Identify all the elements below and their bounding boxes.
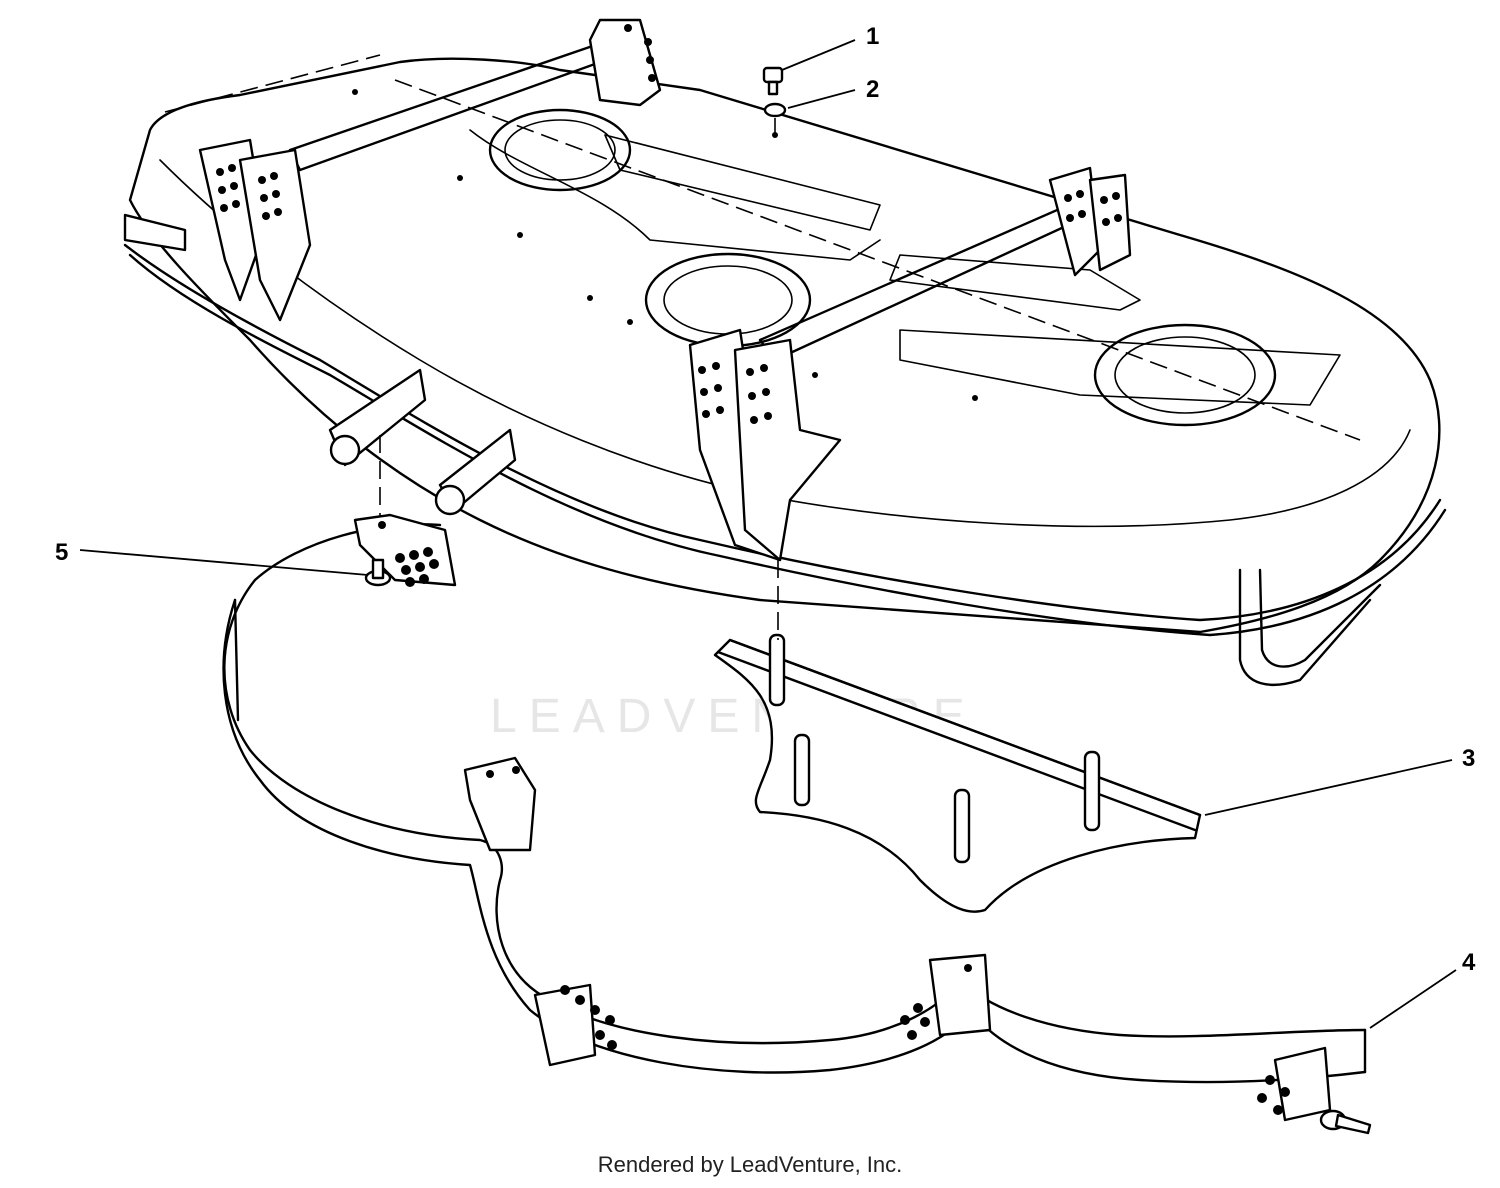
- svg-text:3: 3: [1462, 745, 1475, 772]
- svg-text:4: 4: [1462, 949, 1476, 976]
- screw-part-5: [364, 558, 392, 587]
- bolt-part-1: [762, 66, 784, 96]
- callout-4: 4: [1369, 949, 1476, 1029]
- svg-text:2: 2: [866, 76, 879, 103]
- callout-1: 1: [781, 23, 879, 71]
- svg-text:1: 1: [866, 23, 879, 50]
- blade-baffle: [713, 633, 1202, 913]
- skirt-perforations: [395, 547, 1290, 1115]
- footer-credit: Rendered by LeadVenture, Inc.: [597, 1152, 903, 1177]
- washer-part-2: [763, 102, 787, 118]
- callout-3: 3: [1204, 745, 1475, 816]
- screw-part-4: [1319, 1109, 1372, 1135]
- callout-5: 5: [55, 539, 369, 576]
- bracket-holes: [216, 24, 1122, 424]
- deck-skirt: [222, 513, 1367, 1122]
- mower-deck: [123, 18, 1447, 687]
- callout-2: 2: [787, 76, 879, 109]
- svg-text:5: 5: [55, 539, 68, 566]
